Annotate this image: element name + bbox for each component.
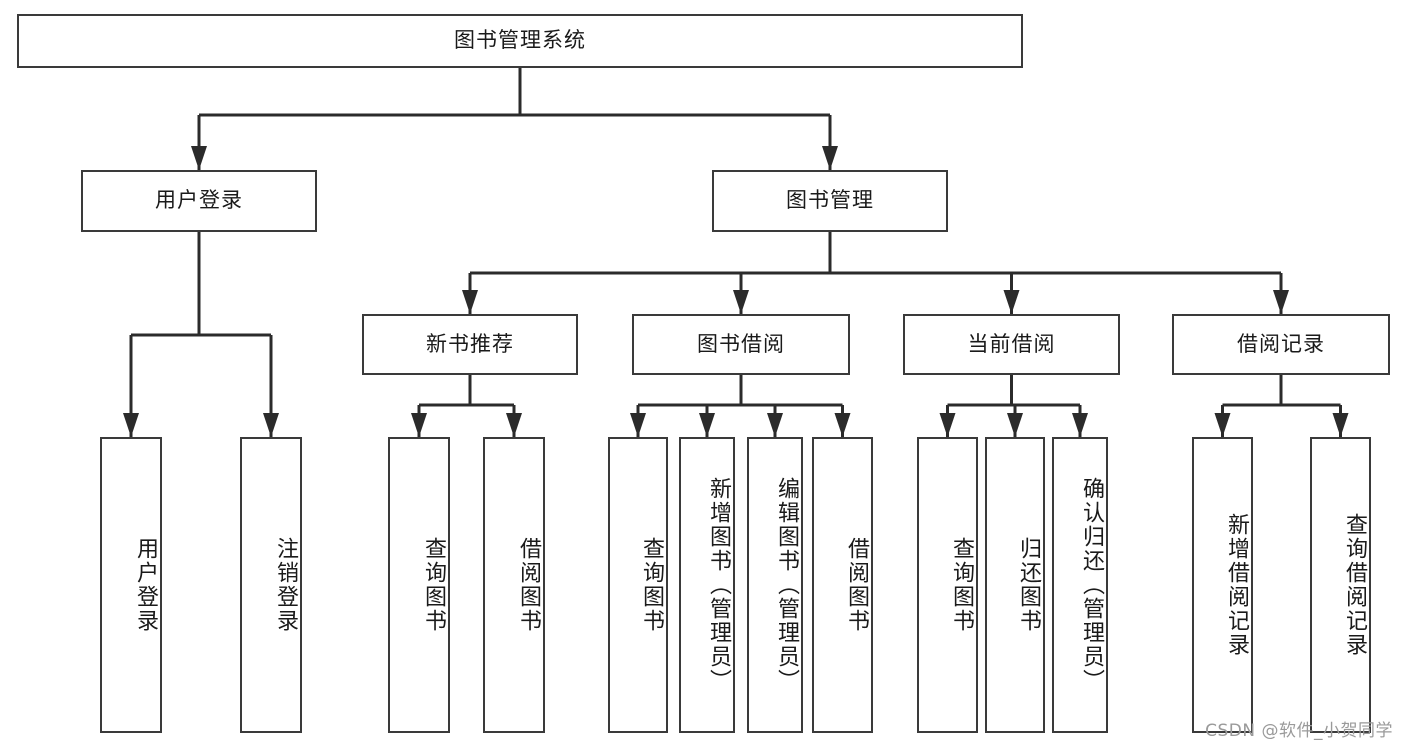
edge-arrowhead [462, 290, 478, 314]
edge-arrowhead [767, 413, 783, 437]
node-l12[interactable]: 新增借阅记录 [1192, 437, 1253, 733]
watermark-label: CSDN @软件_小贺同学 [1205, 721, 1393, 741]
edge-arrowhead [834, 413, 851, 437]
edge-arrowhead [699, 413, 715, 437]
node-l6[interactable]: 新增图书（管理员） [679, 437, 735, 733]
node-label: 查询图书 [421, 537, 446, 633]
edge-arrowhead [1332, 413, 1349, 437]
edge-arrowhead [506, 413, 522, 437]
node-label: 图书借阅 [697, 331, 785, 356]
edge-arrowhead [1273, 290, 1289, 314]
node-l4[interactable]: 借阅图书 [483, 437, 545, 733]
node-label: 查询借阅记录 [1342, 513, 1367, 657]
node-l2[interactable]: 注销登录 [240, 437, 302, 733]
node-l9[interactable]: 查询图书 [917, 437, 978, 733]
node-bookmgmt[interactable]: 图书管理 [712, 170, 948, 232]
node-label: 图书管理系统 [454, 28, 586, 53]
edge-arrowhead [733, 290, 749, 314]
edge-arrowhead [263, 413, 279, 437]
edge-arrowhead [1003, 290, 1020, 314]
edge-arrowhead [939, 413, 956, 437]
edge-arrowhead [1072, 413, 1088, 437]
node-l3[interactable]: 查询图书 [388, 437, 450, 733]
node-label: 查询图书 [639, 537, 664, 633]
node-label: 新增借阅记录 [1224, 513, 1249, 657]
node-l8[interactable]: 借阅图书 [812, 437, 873, 733]
node-login[interactable]: 用户登录 [81, 170, 317, 232]
edge-arrowhead [123, 413, 139, 437]
node-label: 查询图书 [949, 537, 974, 633]
node-newrec[interactable]: 新书推荐 [362, 314, 578, 375]
node-l13[interactable]: 查询借阅记录 [1310, 437, 1371, 733]
edge-arrowhead [1214, 413, 1231, 437]
node-label: 借阅图书 [844, 537, 869, 633]
edge-arrowhead [191, 146, 207, 170]
node-label: 新增图书（管理员） [706, 477, 731, 693]
node-label: 用户登录 [155, 188, 243, 213]
node-l1[interactable]: 用户登录 [100, 437, 162, 733]
node-label: 确认归还（管理员） [1079, 477, 1104, 693]
edge-arrowhead [1007, 413, 1023, 437]
node-label: 借阅图书 [516, 537, 541, 633]
node-records[interactable]: 借阅记录 [1172, 314, 1390, 375]
node-l7[interactable]: 编辑图书（管理员） [747, 437, 803, 733]
node-label: 图书管理 [786, 188, 874, 213]
edge-arrowhead [630, 413, 646, 437]
node-label: 借阅记录 [1237, 331, 1325, 356]
edge-arrowhead [822, 146, 838, 170]
node-l11[interactable]: 确认归还（管理员） [1052, 437, 1108, 733]
node-label: 当前借阅 [967, 331, 1056, 356]
edge-arrowhead [411, 413, 427, 437]
node-l5[interactable]: 查询图书 [608, 437, 668, 733]
node-current[interactable]: 当前借阅 [903, 314, 1120, 375]
node-borrow[interactable]: 图书借阅 [632, 314, 850, 375]
node-label: 归还图书 [1016, 537, 1041, 633]
node-label: 注销登录 [273, 537, 298, 633]
node-label: 新书推荐 [426, 331, 514, 356]
node-root[interactable]: 图书管理系统 [17, 14, 1023, 68]
node-label: 编辑图书（管理员） [774, 477, 799, 693]
node-label: 用户登录 [133, 537, 158, 633]
node-l10[interactable]: 归还图书 [985, 437, 1045, 733]
